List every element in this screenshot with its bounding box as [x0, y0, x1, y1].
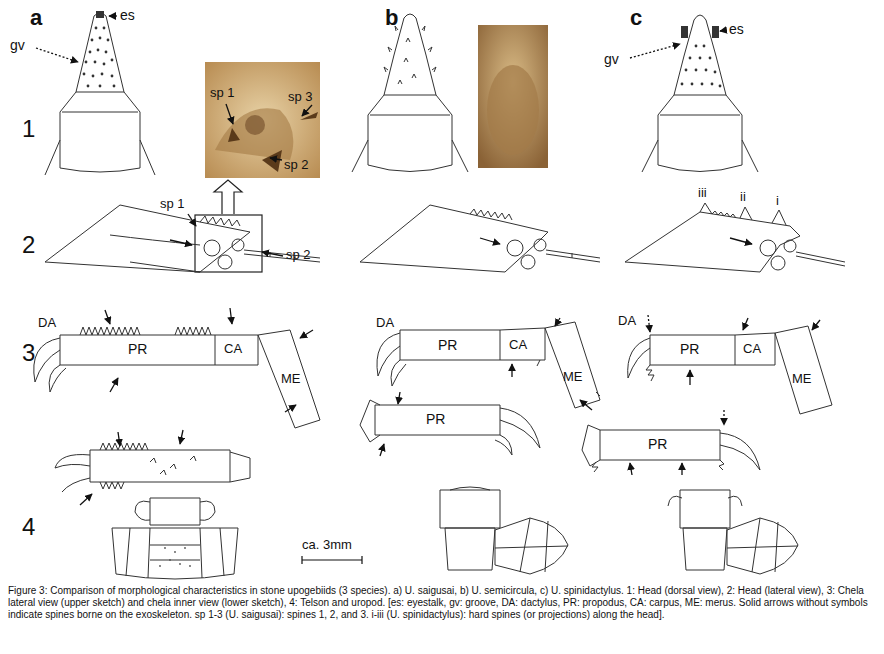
panel-letter: a: [30, 6, 42, 30]
segment-label: DA: [376, 316, 394, 330]
part-abbrev: es: [729, 22, 744, 37]
spine-label: sp 2: [286, 248, 311, 262]
spine-label: sp 1: [210, 86, 235, 100]
zoom-indicator: [195, 180, 262, 272]
segment-label: DA: [618, 314, 636, 328]
spine-label: sp 2: [284, 158, 309, 172]
segment-label: ME: [563, 370, 583, 384]
lateral-heads: [45, 203, 845, 272]
panel-letter: b: [385, 6, 398, 30]
segment-label: CA: [224, 342, 242, 356]
segment-label: CA: [509, 338, 527, 352]
telson-uropods: [112, 487, 798, 579]
segment-label: CA: [743, 342, 761, 356]
spine-number: ii: [740, 190, 746, 204]
segment-label: DA: [38, 316, 56, 330]
row-number: 2: [22, 232, 35, 258]
figure-caption: Figure 3: Comparison of morphological ch…: [8, 585, 874, 621]
segment-label: PR: [438, 338, 457, 353]
segment-label: ME: [792, 372, 812, 386]
callout-arrows: [36, 16, 820, 505]
segment-label: PR: [680, 342, 699, 357]
segment-label: PR: [648, 437, 667, 452]
panel-letter: c: [630, 6, 642, 30]
row-number: 1: [22, 116, 35, 142]
chelae: [34, 322, 832, 492]
part-abbrev: es: [120, 8, 135, 23]
scale-bar: [302, 556, 362, 564]
spine-number: iii: [698, 186, 707, 200]
spine-number: i: [776, 194, 779, 208]
dorsal-heads: [45, 11, 758, 175]
segment-label: PR: [426, 412, 445, 427]
part-abbrev: gv: [10, 38, 25, 53]
part-abbrev: gv: [604, 52, 619, 67]
specimen-photos: [205, 25, 548, 178]
scale-label: ca. 3mm: [302, 538, 352, 552]
segment-label: ME: [281, 372, 301, 386]
spine-label: sp 1: [160, 197, 185, 211]
spine-label: sp 3: [288, 90, 313, 104]
row-number: 4: [22, 514, 35, 540]
row-number: 3: [22, 340, 35, 366]
segment-label: PR: [128, 342, 147, 357]
